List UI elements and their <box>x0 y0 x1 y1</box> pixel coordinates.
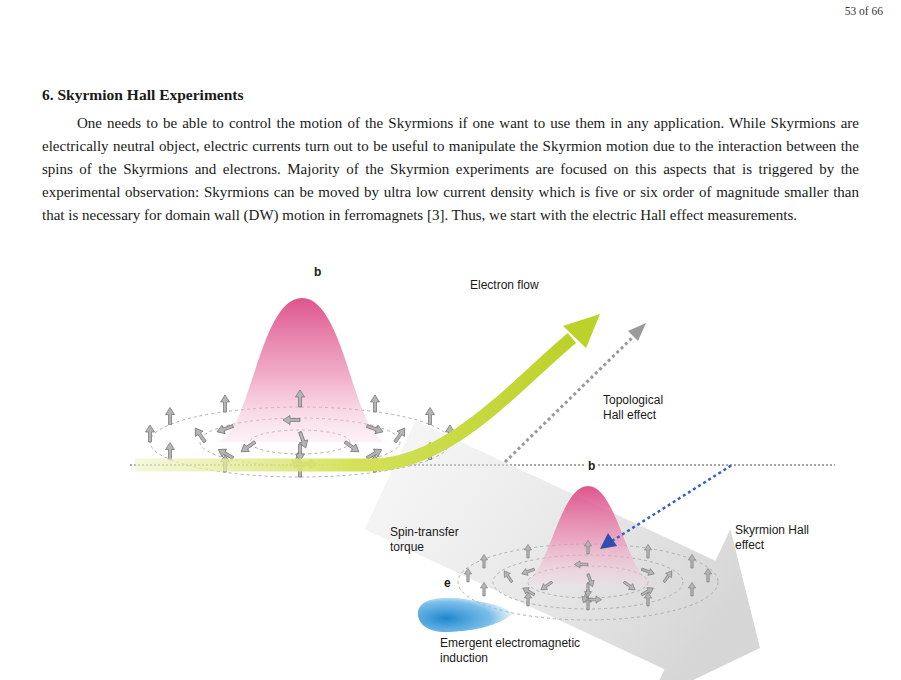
page-number: 53 of 66 <box>845 5 883 17</box>
figure-label: Emergent electromagnetic induction <box>440 636 598 666</box>
panel-letter: b <box>314 265 321 279</box>
topological-hall-arrow <box>505 323 646 462</box>
panel-letter: e <box>444 576 451 590</box>
electron-flow-arrow <box>135 314 600 465</box>
skyrmion-right <box>458 486 718 620</box>
figure-label: Spin-transfer torque <box>390 525 472 555</box>
skyrmion-left <box>146 298 455 477</box>
figure-label: Electron flow <box>470 278 539 292</box>
figure-label: Topological Hall effect <box>603 393 685 423</box>
panel-letter: b <box>586 459 597 473</box>
section-heading: 6. Skyrmion Hall Experiments <box>42 86 244 104</box>
skyrmion-hall-arrow <box>600 465 732 549</box>
figure-label: Skyrmion Hall effect <box>735 523 815 553</box>
induction-blob <box>418 598 512 632</box>
body-paragraph: One needs to be able to control the moti… <box>42 112 859 227</box>
